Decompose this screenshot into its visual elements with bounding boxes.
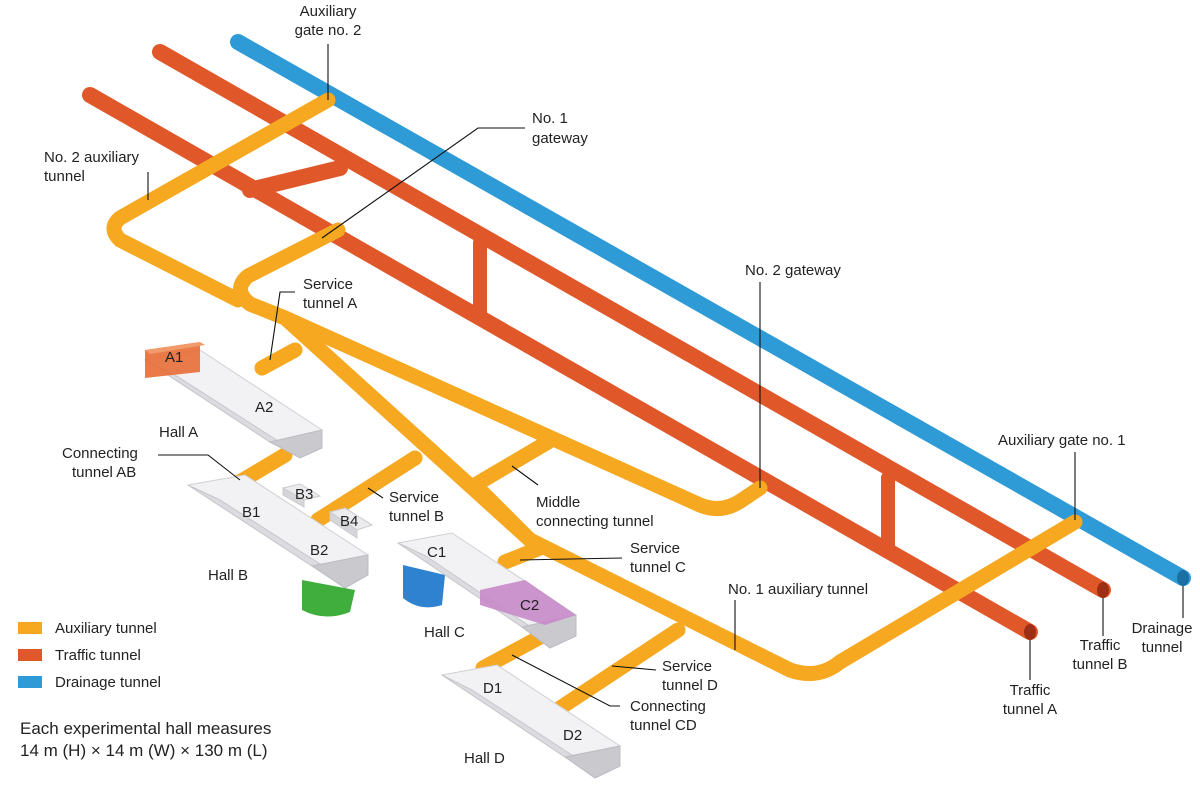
label-drainage-tunnel-line1: Drainage: [1132, 620, 1193, 637]
label-connecting-tunnel-cd-line1: Connecting: [630, 698, 706, 715]
hall-section-b4: B4: [340, 513, 358, 530]
drainage-tunnel: [230, 34, 1191, 586]
label-no2-aux-tunnel-line1: No. 2 auxiliary: [44, 149, 140, 166]
hall-section-d1: D1: [483, 680, 502, 697]
auxiliary-tunnels: [106, 92, 1083, 726]
hall-section-b2: B2: [310, 542, 328, 559]
tunnel-labels: Auxiliary gate no. 2 No. 1 gateway No. 2…: [44, 3, 1192, 734]
label-no1-aux-tunnel: No. 1 auxiliary tunnel: [728, 581, 868, 598]
label-aux-gate-2-line2: gate no. 2: [295, 22, 362, 39]
label-middle-connecting-tunnel-line1: Middle: [536, 494, 580, 511]
traffic-tunnel-b: [152, 44, 1111, 598]
hall-section-d2: D2: [563, 727, 582, 744]
label-connecting-tunnel-ab-line2: tunnel AB: [72, 464, 136, 481]
label-service-tunnel-a-line2: tunnel A: [303, 295, 357, 312]
label-aux-gate-2-line1: Auxiliary: [300, 3, 357, 20]
label-no1-gateway-line1: No. 1: [532, 110, 568, 127]
label-traffic-tunnel-b-line2: tunnel B: [1072, 656, 1127, 673]
label-service-tunnel-b-line2: tunnel B: [389, 508, 444, 525]
legend: Auxiliary tunnel Traffic tunnel Drainage…: [18, 620, 161, 691]
hall-section-c2: C2: [520, 597, 539, 614]
label-traffic-tunnel-a-line1: Traffic: [1010, 682, 1051, 699]
label-service-tunnel-a-line1: Service: [303, 276, 353, 293]
hall-a: [143, 342, 324, 459]
hall-b-side-blocks: [281, 483, 374, 539]
dimension-note: Each experimental hall measures 14 m (H)…: [20, 719, 271, 760]
label-service-tunnel-c-line2: tunnel C: [630, 559, 686, 576]
legend-label-drainage: Drainage tunnel: [55, 674, 161, 691]
hall-labels: A1 A2 Hall A B1 B2 B3 B4 Hall B C1 C2 Ha…: [159, 349, 582, 767]
label-aux-gate-1: Auxiliary gate no. 1: [998, 432, 1126, 449]
hall-d: [440, 664, 622, 779]
hall-b-label: Hall B: [208, 567, 248, 584]
hall-d-label: Hall D: [464, 750, 505, 767]
label-service-tunnel-c-line1: Service: [630, 540, 680, 557]
hall-a-label: Hall A: [159, 424, 198, 441]
note-line2: 14 m (H) × 14 m (W) × 130 m (L): [20, 741, 268, 760]
label-service-tunnel-d-line1: Service: [662, 658, 712, 675]
hall-c-label: Hall C: [424, 624, 465, 641]
hall-section-a1: A1: [165, 349, 183, 366]
label-no1-gateway-line2: gateway: [532, 130, 588, 147]
label-service-tunnel-b-line1: Service: [389, 489, 439, 506]
label-drainage-tunnel-line2: tunnel: [1142, 639, 1183, 656]
legend-label-auxiliary: Auxiliary tunnel: [55, 620, 157, 637]
label-no2-gateway: No. 2 gateway: [745, 262, 841, 279]
hall-b: [186, 474, 370, 617]
label-connecting-tunnel-cd-line2: tunnel CD: [630, 717, 697, 734]
leader-lines: [147, 44, 1184, 707]
hall-section-b3: B3: [295, 486, 313, 503]
hall-section-c2-highlight: [480, 580, 576, 625]
legend-swatch-traffic: [18, 649, 42, 661]
legend-label-traffic: Traffic tunnel: [55, 647, 141, 664]
hall-c: [396, 532, 578, 649]
note-line1: Each experimental hall measures: [20, 719, 271, 738]
label-no2-aux-tunnel-line2: tunnel: [44, 168, 85, 185]
hall-c-blue-shaft: [403, 565, 445, 608]
label-traffic-tunnel-b-line1: Traffic: [1080, 637, 1121, 654]
label-traffic-tunnel-a-line2: tunnel A: [1003, 701, 1057, 718]
hall-section-b1: B1: [242, 504, 260, 521]
legend-swatch-drainage: [18, 676, 42, 688]
label-connecting-tunnel-ab-line1: Connecting: [62, 445, 138, 462]
hall-section-c1: C1: [427, 544, 446, 561]
traffic-cross-passages: [242, 160, 895, 555]
hall-section-a2: A2: [255, 399, 273, 416]
label-middle-connecting-tunnel-line2: connecting tunnel: [536, 513, 654, 530]
hall-b-green-shaft: [302, 580, 355, 617]
label-service-tunnel-d-line2: tunnel D: [662, 677, 718, 694]
legend-swatch-auxiliary: [18, 622, 42, 634]
